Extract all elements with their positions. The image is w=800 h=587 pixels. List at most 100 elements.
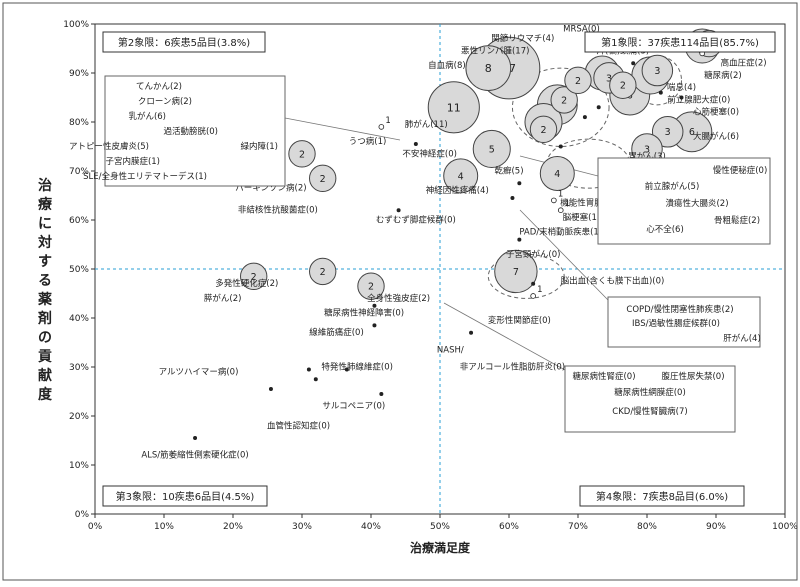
bubble-label: 2 [320,174,326,185]
bubble-label: 2 [540,125,546,136]
point [510,195,515,200]
annotation-label: 前立腺肥大症(0) [667,94,730,105]
point [517,237,522,242]
annotation-label: 線維筋痛症(0) [309,327,364,338]
annotation-label: MRSA(0) [563,24,600,34]
bubble-label: 8 [485,62,492,75]
bubble [309,257,337,286]
callout-item: 心不全(6) [646,224,684,235]
point [582,115,587,120]
callout-item: 潰瘍性大腸炎(2) [665,198,728,209]
quadrant-box [579,485,745,507]
y-axis-label-char: 献 [38,367,52,384]
annotation-label: パーキンソン病(2) [235,183,306,194]
x-tick-label: 70% [568,522,588,532]
annotation-label: サルコペニア(0) [322,402,385,412]
annotation-label: 大腸がん(6) [693,131,739,142]
quadrant-box [102,31,266,53]
y-axis-label: 治療に対する薬剤の貢献度 [37,177,53,403]
bubble [443,158,479,194]
y-tick-label: 60% [69,216,89,226]
bubble-label: 3 [606,73,612,84]
bubble-label: 2 [620,81,626,92]
annotation-label: 膵がん(2) [204,293,242,304]
quadrant-label: 第4象限：7疾患8品目(6.0%) [596,490,728,503]
annotation-label: 非結核性抗酸菌症(0) [238,205,318,216]
y-axis-label-char: 療 [38,196,53,213]
annotation-label: ALS/筋萎縮性側索硬化症(0) [141,450,248,461]
annotation-label: 血管性認知症(0) [267,420,330,431]
annotation-label: 子宮頸がん(0) [506,249,561,260]
callout-boxes: てんかん(2)クローン病(2)乳がん(6)過活動膀胱(0)アトピー性皮膚炎(5)… [69,75,771,433]
point [596,105,601,110]
callout-item: 糖尿病性腎症(0) [572,371,635,382]
bubble [529,115,558,144]
y-axis-label-char: 治 [38,177,52,194]
quadrant-label: 第1象限：37疾患114品目(85.7%) [601,36,759,49]
bubble [564,66,592,95]
bubble-label: 2 [368,282,374,293]
x-tick-label: 10% [154,522,174,532]
point [658,90,663,95]
annotation-label: 心筋梗塞(0) [693,107,739,118]
point [530,293,536,299]
point [372,303,377,308]
point [631,61,636,66]
bubble-label: 7 [513,267,519,278]
quadrant-box [102,485,268,507]
point [344,367,349,372]
bubble [465,45,512,91]
point [396,208,401,213]
bubble-label: 4 [458,171,464,182]
annotation-label: アルツハイマー病(0) [159,366,239,377]
annotation-label: PAD/末梢動脈疾患(1) [519,227,602,238]
y-axis-label-char: 貢 [38,349,52,365]
point [413,142,418,147]
bubble [651,116,684,148]
reference-lines [95,24,785,514]
quadrant-label: 第3象限：10疾患6品目(4.5%) [116,490,255,503]
bubble-label: 2 [299,149,305,160]
quadrant-labels: 第2象限：6疾患5品目(3.8%)第1象限：37疾患114品目(85.7%)第3… [102,31,776,507]
annotation-label: 特発性肺線維症(0) [321,361,393,372]
callout-item: 骨粗鬆症(2) [714,215,760,226]
x-tick-label: 20% [223,522,243,532]
annotation-label: 自血病(8) [428,60,466,71]
callout-item: IBS/過敏性腸症候群(0) [632,318,720,329]
bubble-label: 4 [554,169,560,180]
callout-box [597,157,771,245]
annotation-label: 肺がん(11) [405,119,448,130]
x-tick-label: 100% [772,522,798,532]
x-tick-label: 60% [499,522,519,532]
y-tick-label: 50% [69,265,89,275]
point [679,95,684,100]
y-tick-label: 100% [63,20,89,30]
x-tick-label: 90% [706,522,726,532]
callout-item: 肝がん(4) [723,333,761,344]
callout-item: クローン病(2) [138,96,192,107]
y-axis-label-char: る [38,273,52,289]
point [313,377,318,382]
bubble-label: 11 [447,101,461,114]
point [378,124,385,130]
y-tick-label: 40% [69,314,89,324]
annotation-label: 喘息(4) [667,82,696,93]
y-axis-label-char: に [38,216,52,232]
y-axis-label-char: す [38,254,52,270]
bubble [240,262,268,291]
bubble [309,164,337,193]
y-tick-label: 70% [69,167,89,177]
bubble [609,71,637,99]
callout-box [607,296,761,348]
y-tick-label: 30% [69,363,89,373]
bubble [494,249,538,294]
x-tick-label: 0% [88,522,103,532]
callout-item: SLE/全身性エリテマトーデス(1) [83,171,207,182]
bubble-label: 3 [654,66,660,77]
annotation-label: うつ病(1) [349,136,387,147]
callout-item: 子宮内膜症(1) [105,156,160,167]
y-tick-label: 0% [75,510,90,520]
bubble [550,86,578,114]
bubble [539,155,575,191]
